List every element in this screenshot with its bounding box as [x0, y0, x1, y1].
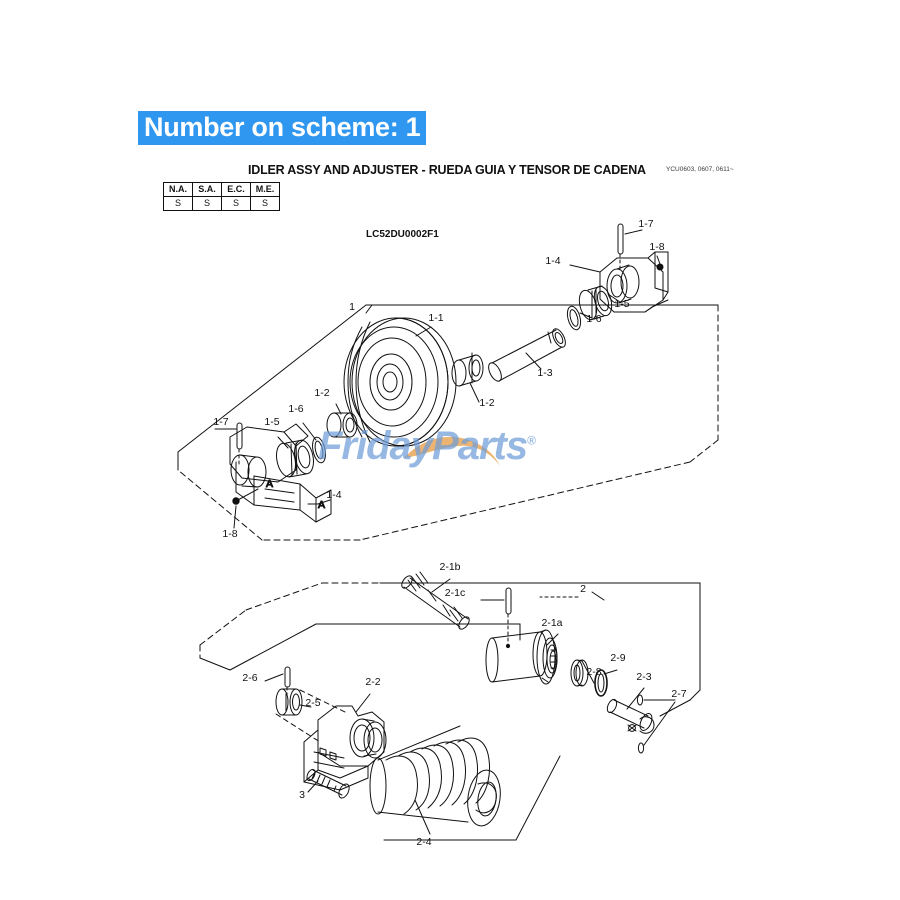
pin-1-7-right — [617, 223, 624, 273]
leader-1-4-left — [307, 499, 331, 505]
callout-2: 2 — [580, 583, 586, 595]
group1-boundary — [177, 304, 719, 541]
leader-1-1 — [415, 326, 432, 337]
callout-1-8-b: 1-8 — [649, 241, 664, 253]
callout-1-3: 1-3 — [537, 367, 552, 379]
pin-2-6 — [284, 666, 291, 695]
callout-labels-group1: 1 1-1 1-2 1-2 1-3 1-4 1-4 1-5 1-5 1-6 1-… — [213, 218, 664, 540]
callout-1-6-b: 1-6 — [586, 313, 601, 325]
watermark-registered-mark: ® — [527, 433, 536, 448]
leader-2-1b — [431, 578, 451, 593]
rod-2-1b — [401, 571, 470, 630]
group2-alignment-guides — [275, 689, 346, 743]
washer-2-8 — [570, 659, 589, 687]
svg-text:A: A — [318, 499, 325, 511]
fitting-1-8-left — [232, 488, 259, 505]
cylinder-2-1a — [485, 629, 558, 685]
callout-2-9: 2-9 — [610, 652, 625, 664]
leader-2 — [539, 591, 605, 601]
callout-2-1b: 2-1b — [439, 561, 460, 573]
pin-1-7-left — [236, 422, 243, 467]
callout-1-7-a: 1-7 — [213, 416, 228, 428]
callout-2-1c: 2-1c — [445, 587, 465, 599]
callout-2-1a: 2-1a — [541, 617, 562, 629]
leader-2-8 — [581, 660, 595, 684]
callout-2-7: 2-7 — [671, 688, 686, 700]
callout-1-6-a: 1-6 — [288, 403, 303, 415]
callout-1-4-a: 1-4 — [326, 489, 341, 501]
svg-text:A: A — [266, 478, 273, 490]
split-pins-2-7 — [636, 694, 645, 754]
market-value-me: S — [250, 196, 280, 211]
callout-1-4-b: 1-4 — [545, 255, 560, 267]
callout-3: 3 — [299, 789, 305, 801]
fridayparts-watermark: FridayParts® — [318, 424, 536, 469]
callout-2-3: 2-3 — [636, 671, 651, 683]
group2-boundary — [199, 582, 701, 841]
bushing-1-2-right — [451, 352, 484, 387]
leader-1-2-left — [335, 403, 342, 415]
callout-1-5-a: 1-5 — [264, 416, 279, 428]
leader-1-5-right — [607, 293, 621, 303]
washer-1-6-left — [312, 436, 326, 464]
leader-1-2-right — [469, 382, 480, 403]
shaft-1-3 — [488, 328, 566, 382]
leader-1-3 — [525, 352, 542, 370]
leader-1 — [365, 304, 373, 314]
leader-1-5-left — [277, 436, 289, 449]
callout-2-6: 2-6 — [242, 672, 257, 684]
leader-1-4-right — [569, 264, 601, 273]
leader-2-7 — [643, 699, 676, 746]
fitting-1-8-right — [656, 263, 664, 271]
pin-2-3 — [606, 698, 655, 734]
bolt-3 — [306, 768, 350, 799]
leader-2-5 — [299, 704, 312, 708]
watermark-text: FridayParts — [318, 424, 528, 468]
callout-1-7-b: 1-7 — [638, 218, 653, 230]
model-code-label: YCU0603, 0607, 0611~ — [666, 166, 734, 173]
leader-1-6-right — [579, 312, 593, 319]
sheet-title: IDLER ASSY AND ADJUSTER - RUEDA GUIA Y T… — [248, 163, 646, 177]
leader-2-1a — [546, 633, 559, 646]
market-table-value-row: S S S S — [163, 196, 280, 211]
washer-1-6-right — [566, 305, 582, 331]
leader-1-8-right — [656, 255, 661, 265]
number-on-scheme-banner: Number on scheme: 1 — [138, 111, 427, 146]
callout-1-2-a: 1-2 — [479, 397, 494, 409]
leader-2-9 — [603, 669, 618, 675]
bracket-1-4-right — [599, 251, 669, 313]
market-value-na: S — [163, 196, 193, 211]
market-table: N.A. S.A. E.C. M.E. S S S S — [163, 182, 280, 211]
leader-1-7-right — [624, 229, 643, 235]
seal-1-5-right — [578, 285, 613, 321]
leader-1-8-left — [233, 505, 237, 529]
leader-1-6-left — [302, 422, 317, 441]
callout-2-2: 2-2 — [365, 676, 380, 688]
leader-2-2 — [355, 693, 371, 713]
spring-2-4 — [369, 725, 501, 827]
bushing-1-2-left — [326, 412, 358, 438]
bracket-1-4-left: A A — [229, 423, 332, 523]
snap-ring-2-9 — [594, 669, 608, 697]
drawing-number-label: LC52DU0002F1 — [366, 229, 439, 240]
leader-2-4 — [414, 799, 431, 835]
callout-labels-group2: 2 2-1a 2-1b 2-1c 2-2 2-3 2-4 2-5 2-6 2-7… — [242, 561, 686, 848]
callout-1-5-b: 1-5 — [614, 298, 629, 310]
leader-3 — [307, 780, 319, 793]
yoke-2-2 — [303, 705, 387, 791]
group2-inner-edge — [199, 623, 521, 671]
callout-2-5: 2-5 — [305, 697, 320, 709]
callout-1-8-a: 1-8 — [222, 528, 237, 540]
callout-2-8: 2-8 — [586, 666, 601, 678]
callout-1: 1 — [349, 301, 355, 313]
leader-2-3 — [626, 687, 645, 710]
leader-2-6 — [264, 673, 284, 682]
callout-2-4: 2-4 — [416, 836, 431, 848]
pin-2-1c — [505, 587, 512, 649]
callout-1-1: 1-1 — [428, 312, 443, 324]
bushing-2-5 — [275, 688, 303, 716]
callout-1-2-b: 1-2 — [314, 387, 329, 399]
